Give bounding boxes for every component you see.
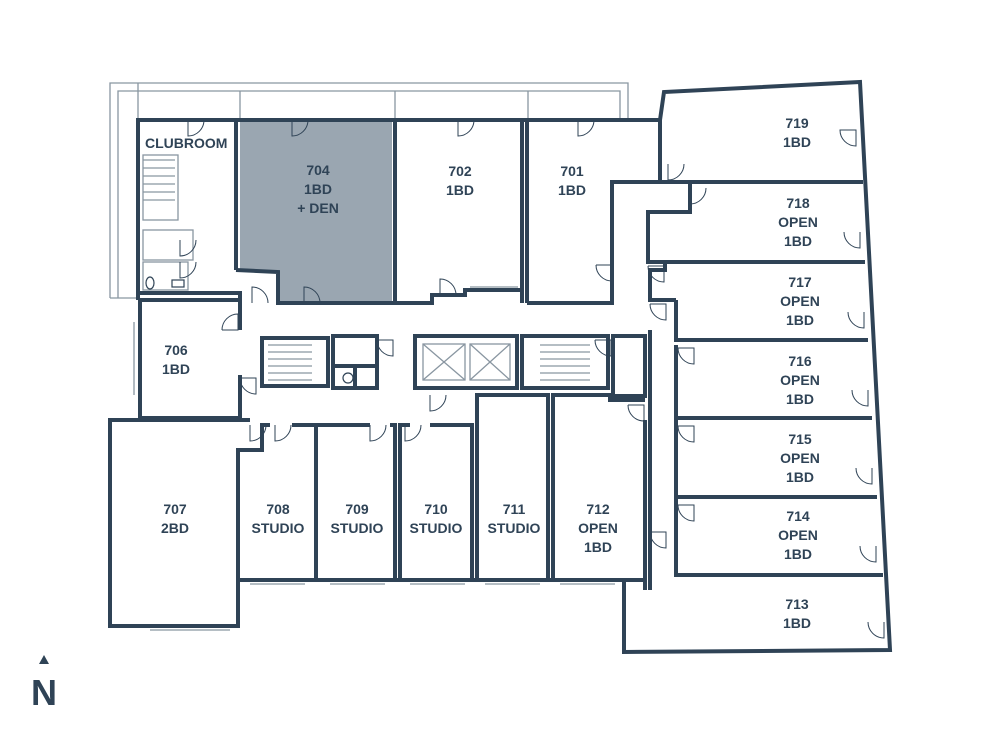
north-letter: N bbox=[31, 672, 57, 713]
unit-719-type: 1BD bbox=[783, 134, 811, 150]
clubroom[interactable]: CLUBROOM bbox=[145, 135, 227, 151]
stairs-and-elevators bbox=[142, 154, 590, 384]
unit-715-type: 1BD bbox=[786, 469, 814, 485]
unit-706-number: 706 bbox=[164, 342, 188, 358]
unit-704[interactable]: 704 1BD + DEN bbox=[297, 162, 339, 216]
north-indicator: N bbox=[31, 655, 57, 713]
unit-704-extra: + DEN bbox=[297, 200, 339, 216]
unit-714-type: 1BD bbox=[784, 546, 812, 562]
unit-712-number: 712 bbox=[586, 501, 610, 517]
unit-719-number: 719 bbox=[785, 115, 809, 131]
unit-710-type: STUDIO bbox=[410, 520, 463, 536]
unit-712-layout: OPEN bbox=[578, 520, 618, 536]
unit-707-type: 2BD bbox=[161, 520, 189, 536]
unit-716-type: 1BD bbox=[786, 391, 814, 407]
unit-716-layout: OPEN bbox=[780, 372, 820, 388]
unit-718-type: 1BD bbox=[784, 233, 812, 249]
windows bbox=[133, 286, 615, 631]
unit-715-layout: OPEN bbox=[780, 450, 820, 466]
unit-709-number: 709 bbox=[345, 501, 369, 517]
terrace-outline bbox=[109, 82, 629, 299]
unit-702-type: 1BD bbox=[446, 182, 474, 198]
unit-718-number: 718 bbox=[786, 195, 810, 211]
unit-712-type: 1BD bbox=[584, 539, 612, 555]
unit-716-number: 716 bbox=[788, 353, 812, 369]
unit-718-layout: OPEN bbox=[778, 214, 818, 230]
unit-717-number: 717 bbox=[788, 274, 812, 290]
unit-708-number: 708 bbox=[266, 501, 290, 517]
walls bbox=[108, 79, 893, 655]
clubroom-label: CLUBROOM bbox=[145, 135, 227, 151]
unit-713-number: 713 bbox=[785, 596, 809, 612]
unit-706-type: 1BD bbox=[162, 361, 190, 377]
unit-701-type: 1BD bbox=[558, 182, 586, 198]
unit-704-highlight bbox=[240, 120, 392, 303]
unit-704-type: 1BD bbox=[304, 181, 332, 197]
unit-717-type: 1BD bbox=[786, 312, 814, 328]
doors bbox=[179, 119, 885, 639]
unit-714-layout: OPEN bbox=[778, 527, 818, 543]
unit-717-layout: OPEN bbox=[780, 293, 820, 309]
unit-701-number: 701 bbox=[560, 163, 584, 179]
unit-704-number: 704 bbox=[306, 162, 330, 178]
unit-714-number: 714 bbox=[786, 508, 810, 524]
unit-707-number: 707 bbox=[163, 501, 187, 517]
unit-711-number: 711 bbox=[503, 501, 526, 517]
unit-709-type: STUDIO bbox=[331, 520, 384, 536]
unit-702-number: 702 bbox=[448, 163, 472, 179]
unit-713-type: 1BD bbox=[783, 615, 811, 631]
unit-710-number: 710 bbox=[424, 501, 448, 517]
unit-708-type: STUDIO bbox=[252, 520, 305, 536]
unit-711-type: STUDIO bbox=[488, 520, 541, 536]
north-arrow-icon bbox=[39, 655, 49, 664]
unit-715-number: 715 bbox=[788, 431, 812, 447]
